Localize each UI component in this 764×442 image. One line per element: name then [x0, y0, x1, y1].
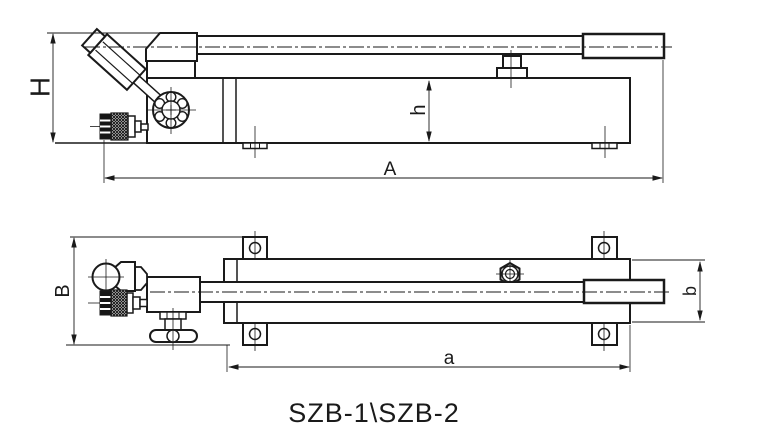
- cylinder-cap: [146, 59, 196, 79]
- release-handle: [80, 27, 176, 116]
- release-grip-line-2: [95, 49, 134, 84]
- dimension-A: A: [103, 60, 664, 183]
- dim-a-arrow-right: [619, 364, 630, 370]
- release-valve: [149, 308, 198, 350]
- coupler-step-1: [127, 115, 136, 138]
- pump-flange: [148, 87, 196, 134]
- dim-H-label: H: [25, 77, 56, 97]
- outlet-coupler-side: [90, 112, 149, 141]
- dim-a-arrow-left: [228, 364, 239, 370]
- foot-right-plate: [591, 142, 618, 150]
- coupler-plan-step-1: [126, 292, 134, 314]
- side-view: H h A: [25, 27, 672, 183]
- dim-A-label: A: [384, 159, 397, 180]
- tab-top-right: [591, 236, 618, 260]
- filler-nut-head: [502, 55, 522, 69]
- mounting-foot-left: [242, 126, 268, 158]
- dimension-h: h: [408, 80, 432, 142]
- model-caption: SZB-1\SZB-2: [288, 398, 460, 428]
- pump-head-plan: [88, 259, 201, 317]
- plan-view: B a b: [52, 231, 705, 372]
- dim-B-arrow-down: [71, 334, 77, 345]
- coupler-knurled-knob: [110, 112, 129, 141]
- lever-bar: [196, 35, 584, 55]
- dim-b-arrow-down: [697, 310, 703, 321]
- dim-A-arrow-right: [652, 175, 663, 181]
- dim-h-label: h: [408, 104, 430, 115]
- dimension-H: H: [25, 32, 162, 143]
- dim-A-arrow-left: [104, 175, 115, 181]
- dim-h-arrow-down: [426, 131, 432, 142]
- dimension-a: a: [226, 325, 631, 372]
- dim-a-label: a: [444, 348, 455, 369]
- dim-B-arrow-up: [71, 237, 77, 248]
- coupler-step-2: [134, 120, 142, 133]
- pump-body-side: [146, 77, 631, 144]
- filler-nut: [496, 50, 528, 88]
- dim-b-arrow-up: [697, 261, 703, 272]
- pump-block-plan: [146, 276, 201, 313]
- lever-grip: [581, 32, 666, 60]
- dim-H-arrow-up: [50, 33, 56, 44]
- dim-H-arrow-down: [50, 132, 56, 143]
- dim-B-label: B: [52, 284, 74, 297]
- filler-nut-flange: [496, 67, 528, 79]
- coupler-plan-step-2: [132, 296, 141, 310]
- dim-b-label: b: [680, 286, 700, 296]
- dimension-b: b: [632, 259, 705, 323]
- dim-h-arrow-up: [426, 80, 432, 91]
- coupler-plan-step-3: [139, 298, 148, 308]
- mounting-tab-bottom-left: [242, 317, 268, 351]
- coupler-step-3: [140, 123, 149, 131]
- coupler-knurled-knob-plan: [110, 289, 128, 317]
- head-taper: [134, 266, 148, 291]
- dimension-B: B: [52, 236, 243, 346]
- tab-bottom-right: [591, 322, 618, 346]
- mounting-foot-right: [591, 126, 618, 158]
